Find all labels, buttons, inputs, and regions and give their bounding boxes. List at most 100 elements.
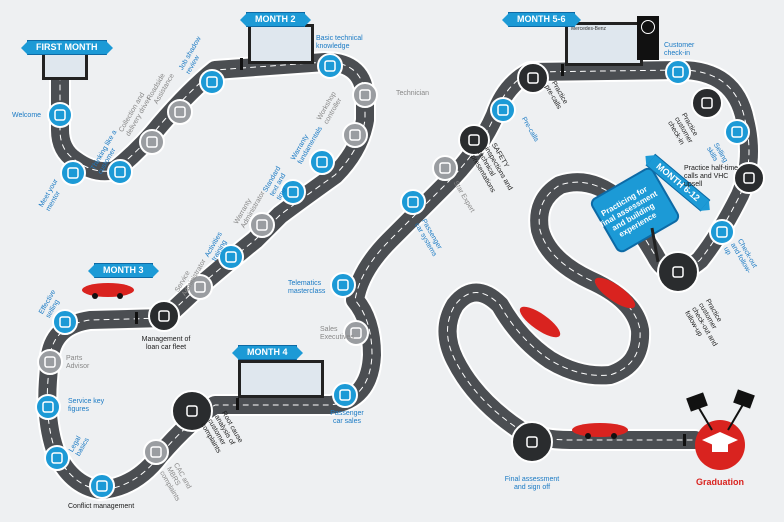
label-mgmt-loan: Management of loan car fleet bbox=[141, 336, 191, 351]
precalls-icon bbox=[497, 104, 509, 116]
flag-month56: MONTH 5-6 bbox=[502, 12, 580, 27]
mentor-node bbox=[60, 160, 86, 186]
activities-node bbox=[218, 244, 244, 270]
billboard-month4 bbox=[238, 360, 324, 398]
conflict-icon bbox=[96, 480, 108, 492]
billboard-brand-text: Mercedes-Benz bbox=[571, 26, 607, 32]
graduation-badge bbox=[686, 389, 755, 470]
welcome-icon bbox=[54, 109, 66, 121]
billboard-month2 bbox=[248, 24, 314, 64]
warrantyfund-icon bbox=[316, 156, 328, 168]
practicecheckin-node bbox=[691, 87, 723, 119]
starexpert-icon bbox=[439, 162, 451, 174]
sellingskills-icon bbox=[731, 126, 743, 138]
label-final: Final assessment and sign off bbox=[504, 476, 560, 491]
serviceadmin-icon bbox=[194, 281, 206, 293]
jobshadow-node bbox=[199, 69, 225, 95]
checkin-node bbox=[665, 59, 691, 85]
effselling-node bbox=[52, 309, 78, 335]
passsys-node bbox=[400, 189, 426, 215]
serviceadmin-node bbox=[187, 274, 213, 300]
label-conflict: Conflict management bbox=[68, 503, 135, 510]
workshop-node bbox=[342, 122, 368, 148]
mentor-icon bbox=[67, 167, 79, 179]
rootcause-node bbox=[171, 390, 213, 432]
label-sales-exec: Sales Executives bbox=[320, 326, 354, 341]
practicehalf-node bbox=[733, 162, 765, 194]
practicecheckin-icon bbox=[701, 97, 713, 109]
warrantyadmin-icon bbox=[256, 219, 268, 231]
salesexec-icon bbox=[350, 327, 362, 339]
passsys-icon bbox=[407, 196, 419, 208]
activities-icon bbox=[225, 251, 237, 263]
billboard-first-month bbox=[42, 52, 88, 80]
label-parts-advisor: Parts Advisor bbox=[66, 355, 90, 370]
thinking-node bbox=[107, 159, 133, 185]
label-technician: Technician bbox=[396, 90, 430, 97]
loan-icon bbox=[158, 310, 170, 322]
legal-icon bbox=[51, 452, 63, 464]
loan-node bbox=[148, 300, 180, 332]
telematics-node bbox=[330, 272, 356, 298]
warrantyfund-node bbox=[309, 149, 335, 175]
basictech-icon bbox=[324, 60, 336, 72]
collection-icon bbox=[146, 136, 158, 148]
checkout-icon bbox=[716, 226, 728, 238]
label-welcome: Welcome bbox=[12, 112, 42, 119]
safety-icon bbox=[468, 134, 480, 146]
label-graduation: Graduation bbox=[696, 477, 745, 487]
label-practice-half: Practice half-time calls and VHC upsell bbox=[684, 165, 739, 188]
basictech-node bbox=[317, 53, 343, 79]
welcome-node bbox=[47, 102, 73, 128]
thinking-icon bbox=[114, 166, 126, 178]
label-basic-tech: Basic technical knowledge bbox=[316, 35, 363, 50]
practicecheckout-icon bbox=[672, 266, 684, 278]
technician-icon bbox=[359, 89, 371, 101]
telematics-icon bbox=[337, 279, 349, 291]
starexpert-node bbox=[432, 155, 458, 181]
label-customer-checkin: Customer check-in bbox=[664, 42, 695, 57]
rootcause-icon bbox=[186, 405, 198, 417]
label-telematics: Telematics masterclass bbox=[288, 280, 326, 295]
sellingskills-node bbox=[724, 119, 750, 145]
practiceprecalls-icon bbox=[527, 72, 539, 84]
mercedes-logo bbox=[637, 16, 659, 60]
practicecheckout-node bbox=[657, 251, 699, 293]
passengercar-node bbox=[332, 382, 358, 408]
jobshadow-icon bbox=[206, 76, 218, 88]
milestone-nodes bbox=[35, 53, 765, 499]
standardtext-icon bbox=[287, 186, 299, 198]
servicekey-node bbox=[35, 394, 61, 420]
checkin-icon bbox=[672, 66, 684, 78]
label-service-key: Service key figures bbox=[68, 398, 105, 413]
roadside-icon bbox=[174, 106, 186, 118]
cac-node bbox=[143, 439, 169, 465]
salesexec-node bbox=[343, 320, 369, 346]
checkout-node bbox=[709, 219, 735, 245]
technician-node bbox=[352, 82, 378, 108]
final-icon bbox=[526, 436, 538, 448]
precalls-node bbox=[490, 97, 516, 123]
flag-month3: MONTH 3 bbox=[88, 263, 158, 278]
conflict-node bbox=[89, 473, 115, 499]
workshop-icon bbox=[349, 129, 361, 141]
final-node bbox=[511, 421, 553, 463]
cac-icon bbox=[150, 446, 162, 458]
billboard-month56: Mercedes-Benz bbox=[565, 22, 643, 66]
standardtext-node bbox=[280, 179, 306, 205]
roadside-node bbox=[167, 99, 193, 125]
parts-node bbox=[37, 349, 63, 375]
passengercar-icon bbox=[339, 389, 351, 401]
label-passenger-car: Passenger car sales bbox=[330, 410, 364, 425]
safety-node bbox=[458, 124, 490, 156]
effselling-icon bbox=[59, 316, 71, 328]
parts-icon bbox=[44, 356, 56, 368]
month612-sign bbox=[590, 167, 680, 263]
servicekey-icon bbox=[42, 401, 54, 413]
flag-month2: MONTH 2 bbox=[240, 12, 310, 27]
flag-month4: MONTH 4 bbox=[232, 345, 302, 360]
flag-first-month: FIRST MONTH bbox=[21, 40, 112, 55]
warrantyadmin-node bbox=[249, 212, 275, 238]
